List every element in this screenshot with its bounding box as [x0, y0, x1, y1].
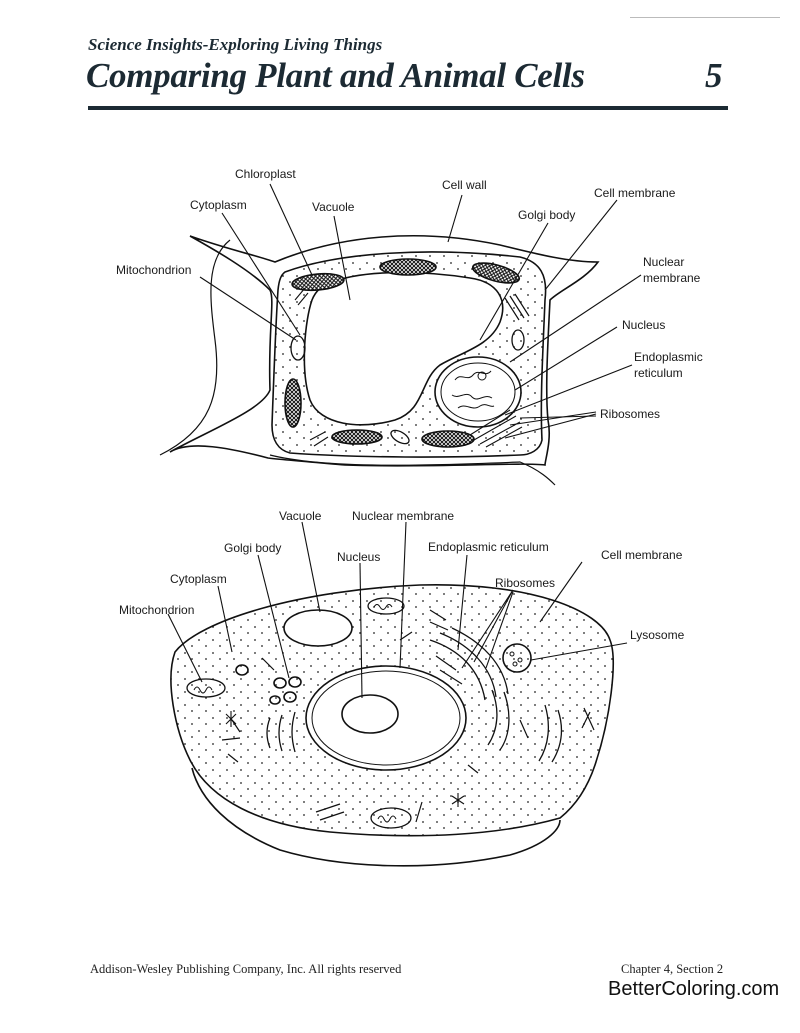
chapter-reference: Chapter 4, Section 2 — [621, 962, 724, 976]
animal-label-cytoplasm: Cytoplasm — [170, 572, 227, 586]
plant-leader-lines — [199, 183, 642, 439]
series-title: Science Insights-Exploring Living Things — [88, 35, 383, 54]
plant-vacuole — [303, 271, 504, 426]
plant-nucleus — [434, 356, 522, 428]
animal-label-ribosomes: Ribosomes — [495, 576, 555, 590]
plant-chloroplast — [291, 272, 345, 292]
animal-mitochondrion — [367, 597, 405, 615]
plant-label-nucleus: Nucleus — [622, 318, 665, 332]
plant-label-er-line2: reticulum — [634, 366, 683, 380]
top-edge-line — [630, 17, 780, 18]
plant-neighbor-wall-bottom — [269, 454, 556, 486]
animal-label-er: Endoplasmic reticulum — [428, 540, 549, 554]
animal-label-nucleus: Nucleus — [337, 550, 380, 564]
page-title: Comparing Plant and Animal Cells — [86, 56, 585, 95]
plant-chloroplast — [421, 430, 475, 448]
title-rule — [88, 106, 728, 110]
animal-lysosome — [502, 643, 532, 673]
plant-mitochondrion — [511, 329, 525, 351]
plant-label-nuclear-membrane-line2: membrane — [643, 271, 701, 285]
animal-label-vacuole: Vacuole — [279, 509, 322, 523]
animal-er — [429, 627, 563, 763]
plant-label-golgi-body: Golgi body — [518, 208, 575, 222]
plant-label-cell-wall: Cell wall — [442, 178, 487, 192]
animal-label-lysosome: Lysosome — [630, 628, 685, 642]
animal-cell — [170, 584, 614, 867]
animal-mitochondrion — [186, 678, 226, 698]
plant-cell-wall — [169, 234, 600, 467]
plant-chloroplast — [471, 262, 521, 284]
plant-label-nuclear-membrane-line1: Nuclear — [643, 255, 684, 269]
plant-mitochondrion — [290, 335, 306, 361]
plant-label-vacuole: Vacuole — [312, 200, 355, 214]
animal-nucleus — [341, 694, 399, 734]
animal-label-golgi-body: Golgi body — [224, 541, 281, 555]
publisher-credit: Addison-Wesley Publishing Company, Inc. … — [90, 962, 402, 976]
animal-label-nuclear-membrane: Nuclear membrane — [352, 509, 454, 523]
animal-label-mitochondrion: Mitochondrion — [119, 603, 194, 617]
animal-leader-lines — [167, 521, 628, 699]
plant-label-cytoplasm: Cytoplasm — [190, 198, 247, 212]
plant-golgi-body — [504, 293, 530, 321]
plant-nuclear-membrane — [440, 362, 516, 422]
watermark: BetterColoring.com — [608, 978, 780, 1000]
plant-mitochondrion — [390, 429, 410, 445]
plant-cell — [159, 234, 600, 486]
plant-label-cell-membrane: Cell membrane — [594, 186, 676, 200]
animal-golgi-body — [273, 677, 287, 689]
animal-vacuole — [283, 609, 353, 647]
plant-chloroplast — [331, 429, 383, 445]
plant-label-ribosomes: Ribosomes — [600, 407, 660, 421]
page-number: 5 — [705, 56, 723, 95]
plant-chloroplast — [379, 258, 437, 276]
plant-label-chloroplast: Chloroplast — [235, 167, 296, 181]
animal-label-cell-membrane: Cell membrane — [601, 548, 683, 562]
animal-mitochondrion — [370, 807, 412, 829]
plant-label-mitochondrion: Mitochondrion — [116, 263, 191, 277]
animal-cell-base — [191, 767, 561, 867]
plant-chloroplast — [284, 378, 302, 428]
plant-er — [469, 409, 523, 448]
plant-label-er-line1: Endoplasmic — [634, 350, 703, 364]
plant-neighbor-wall-left — [159, 239, 231, 456]
